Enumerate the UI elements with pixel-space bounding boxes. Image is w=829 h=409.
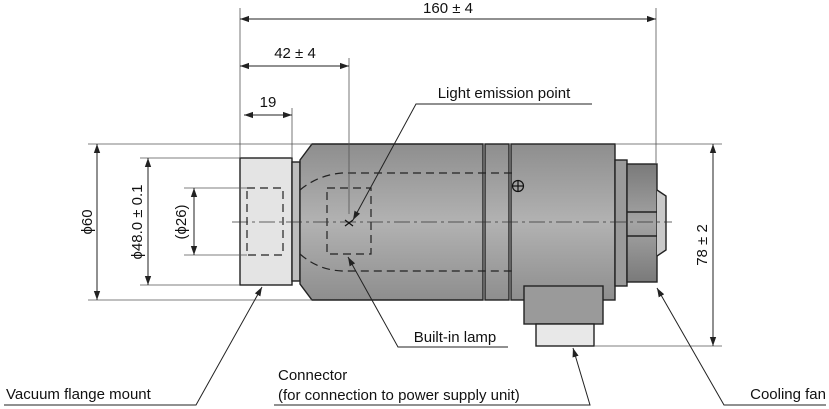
callout-connector: Connector (for connection to power suppl… — [274, 347, 591, 406]
cooling-fan-label: Cooling fan — [750, 386, 826, 403]
dim-outer-diameter: ϕ60 — [79, 143, 312, 301]
dim-total-length: 160 ± 4 — [239, 0, 657, 164]
vacuum-flange — [239, 157, 301, 286]
dim-total-length-label: 160 ± 4 — [423, 0, 473, 17]
dim-emission-offset: 42 ± 4 — [240, 45, 350, 214]
dim-inner-diameter: (ϕ26) — [173, 187, 247, 256]
callout-vacuum-flange-mount: Vacuum flange mount — [4, 286, 263, 406]
dim-flange-length: 19 — [244, 94, 293, 158]
built-in-lamp-label: Built-in lamp — [414, 329, 497, 346]
ground-mark-icon — [511, 179, 525, 193]
cooling-fan-assembly — [614, 159, 667, 287]
connector-label-line1: Connector — [278, 367, 347, 384]
dim-inner-diameter-label: (ϕ26) — [173, 204, 190, 239]
hidden-lines — [246, 172, 513, 272]
dim-emission-offset-label: 42 ± 4 — [274, 45, 316, 62]
dim-height: 78 ± 2 — [594, 143, 722, 347]
callout-cooling-fan: Cooling fan — [656, 287, 826, 406]
connector-block — [523, 285, 604, 347]
light-emission-point-label: Light emission point — [438, 85, 571, 102]
callout-light-emission-point: Light emission point — [352, 85, 592, 221]
dim-outer-diameter-label: ϕ60 — [79, 209, 96, 234]
dim-height-label: 78 ± 2 — [694, 224, 711, 266]
dim-flange-length-label: 19 — [260, 94, 277, 111]
emission-point-marker — [344, 219, 354, 227]
connector-label-line2: (for connection to power supply unit) — [278, 387, 520, 404]
callout-built-in-lamp: Built-in lamp — [347, 256, 508, 348]
dim-flange-diameter-label: ϕ48.0 ± 0.1 — [129, 184, 146, 259]
vacuum-flange-mount-label: Vacuum flange mount — [6, 386, 152, 403]
dim-flange-diameter: ϕ48.0 ± 0.1 — [129, 157, 240, 286]
